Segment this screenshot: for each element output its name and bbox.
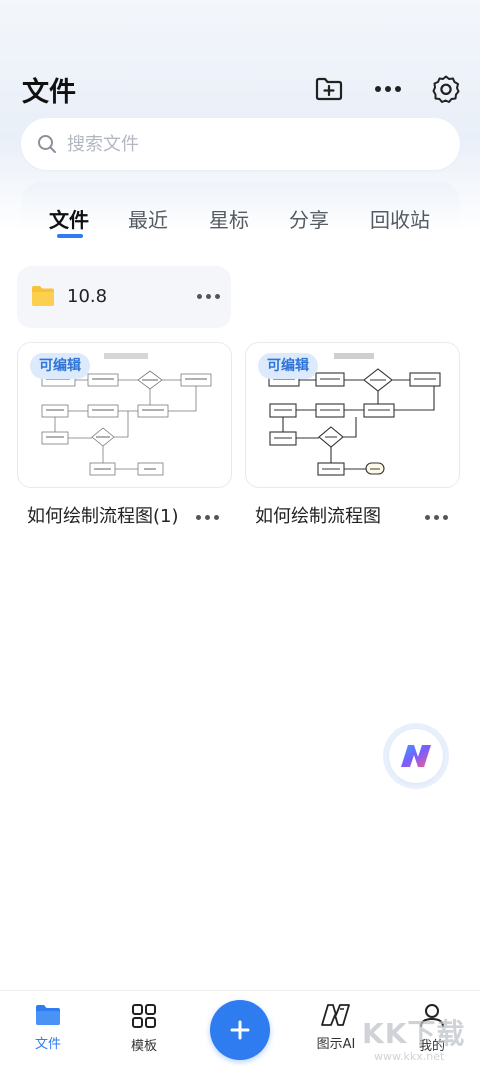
more-button[interactable]	[371, 72, 405, 106]
dot	[443, 515, 448, 520]
header: 文件	[0, 60, 480, 116]
search-input[interactable]	[67, 133, 427, 155]
new-folder-icon	[315, 77, 343, 101]
nav-label-ai: 图示AI	[316, 1037, 356, 1052]
folder-item[interactable]: 10.8	[17, 266, 231, 328]
folder-more-button[interactable]	[193, 288, 224, 305]
watermark-text: KK下载	[362, 1017, 466, 1050]
settings-button[interactable]	[429, 72, 463, 106]
dot	[205, 515, 210, 520]
file-name-1: 如何绘制流程图(1)	[27, 506, 179, 527]
tab-recent[interactable]: 最近	[128, 208, 168, 232]
tab-files[interactable]: 文件	[49, 208, 89, 232]
dot	[196, 515, 201, 520]
templates-icon	[132, 1004, 156, 1028]
search-bar[interactable]	[21, 118, 460, 170]
dot	[206, 294, 211, 299]
flowchart-thumbnail-2	[246, 343, 459, 487]
nav-item-templates[interactable]: 模板	[109, 1003, 179, 1063]
page-title: 文件	[22, 77, 76, 108]
dot	[215, 294, 220, 299]
nav-label-templates: 模板	[130, 1039, 157, 1054]
nav-label-files: 文件	[34, 1037, 61, 1052]
search-icon	[38, 135, 56, 153]
active-tab-indicator	[57, 234, 83, 238]
watermark: KK下载 www.kkx.net	[362, 1012, 480, 1066]
file-name-2: 如何绘制流程图	[255, 506, 381, 527]
ai-assistant-button[interactable]	[383, 723, 449, 789]
tab-bar: 文件 最近 星标 分享 回收站	[21, 182, 460, 252]
new-folder-button[interactable]	[312, 72, 346, 106]
dot	[434, 515, 439, 520]
tab-trash[interactable]: 回收站	[370, 208, 430, 232]
folder-icon	[32, 286, 54, 306]
dot	[425, 515, 430, 520]
editable-badge: 可编辑	[258, 353, 318, 379]
files-icon	[36, 1005, 60, 1025]
ai-assistant-button-inner	[389, 729, 443, 783]
dot	[214, 515, 219, 520]
tab-starred[interactable]: 星标	[209, 208, 249, 232]
dot	[197, 294, 202, 299]
nav-label-profile: 我的	[418, 1039, 445, 1054]
settings-icon	[432, 75, 460, 103]
nav-item-files[interactable]: 文件	[13, 1003, 83, 1063]
nav-item-ai[interactable]: 图示AI	[301, 1003, 371, 1063]
plus-icon	[230, 1020, 250, 1040]
nav-item-profile[interactable]: 我的	[397, 1003, 467, 1063]
editable-badge: 可编辑	[30, 353, 90, 379]
file-2-more-button[interactable]	[421, 509, 452, 526]
file-card-2[interactable]: 可编辑	[245, 342, 460, 488]
add-button[interactable]	[210, 1000, 270, 1060]
ai-diagram-icon	[321, 1004, 350, 1026]
tab-shared[interactable]: 分享	[289, 208, 329, 232]
profile-icon	[420, 1004, 444, 1028]
folder-name: 10.8	[67, 286, 108, 307]
more-icon	[375, 86, 401, 92]
file-1-more-button[interactable]	[192, 509, 223, 526]
ai-logo-icon	[401, 745, 431, 767]
file-card-1[interactable]: 可编辑	[17, 342, 232, 488]
watermark-url: www.kkx.net	[374, 1050, 445, 1063]
